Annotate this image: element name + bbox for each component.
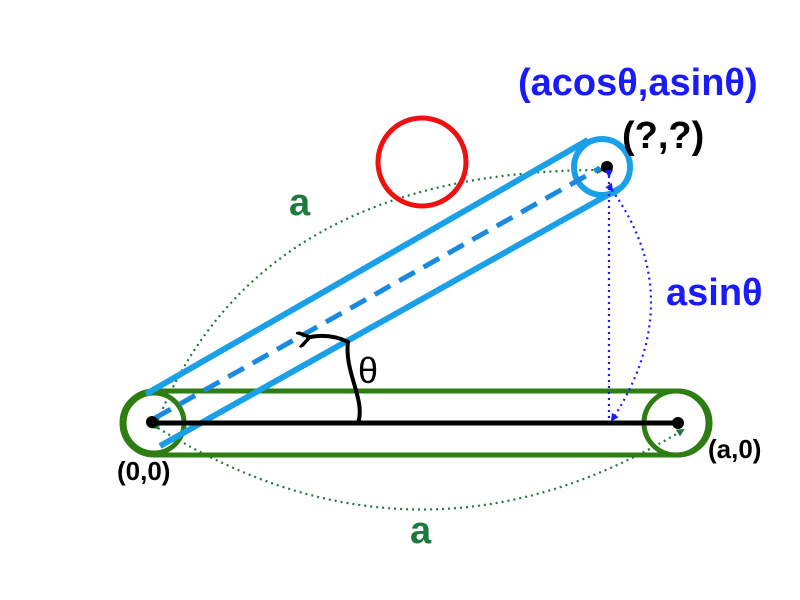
origin-point [146,416,158,428]
theta-angle-label: θ [358,350,379,391]
blue-dashed-centerline [153,165,602,421]
origin-label: (0,0) [117,456,171,486]
red-circle [375,115,469,209]
blue-link-edge-upper [144,137,590,397]
unknown-point-label: (?,?) [622,115,705,157]
rotated-point [601,161,613,173]
end-point-label: (a,0) [708,434,762,464]
blue-dotted-curve [605,182,652,422]
arc-a-upper-label: a [289,182,311,224]
arc-lower-green [150,421,685,511]
asin-theta-label: asinθ [666,272,763,314]
rotated-point-coords: (acosθ,asinθ) [518,62,758,104]
arc-a-lower-label: a [410,510,432,552]
blue-link-end-circle [571,136,633,198]
arc-upper-green [152,166,605,428]
angle-arc [306,336,362,424]
end-point [672,417,684,429]
blue-link-edge-lower [158,185,622,449]
